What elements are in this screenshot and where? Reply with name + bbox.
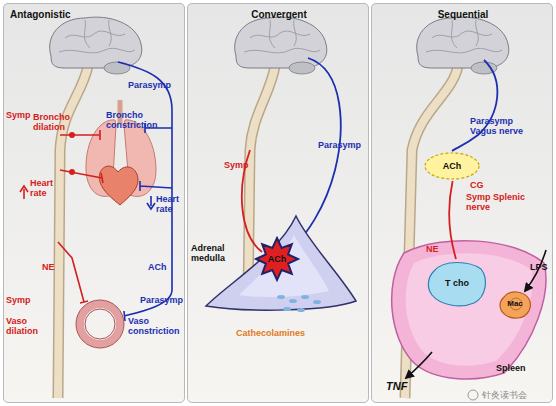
panel-title: Sequential	[372, 9, 554, 20]
decrease-arrow	[147, 196, 155, 209]
celiac-ganglion: ACh	[423, 151, 481, 181]
macrophage: Mac	[498, 289, 532, 319]
node-label: Mac	[498, 299, 532, 308]
node-label: ACh	[423, 161, 481, 171]
annotation-label: Parasymp	[140, 295, 185, 305]
parasympathetic-nerve	[118, 62, 172, 321]
annotation-label: Broncho constriction	[106, 110, 162, 130]
heart	[99, 166, 138, 205]
panel-title: Convergent	[188, 9, 370, 20]
annotation-label: Vaso dilation	[6, 316, 46, 336]
node-label: Spleen	[496, 363, 546, 373]
annotation-label: Heart rate	[30, 178, 60, 198]
ganglion-dot	[69, 169, 75, 175]
blood-vessel	[85, 309, 115, 339]
ganglion-dot	[69, 132, 75, 138]
annotation-label: TNF	[386, 380, 420, 392]
adrenal-gland: Adrenal medullaACh	[189, 213, 359, 321]
splenic-nerve-connector	[449, 181, 456, 259]
blood-vessel	[76, 300, 124, 348]
annotation-label: Symp	[6, 295, 36, 305]
annotation-label: Symp	[6, 110, 36, 120]
annotation-label: Parasymp Vagus nerve	[470, 116, 528, 136]
annotation-label: CG	[470, 180, 490, 190]
panel-title: Antagonistic	[10, 9, 130, 20]
annotation-label: Vaso constriction	[128, 316, 184, 336]
node-label: T cho	[426, 278, 488, 288]
annotation-label: 针灸读书会	[482, 390, 556, 400]
panel: ConvergentAdrenal medullaACh	[187, 3, 369, 403]
vagus-nerve	[452, 60, 497, 151]
annotation-label: NE	[42, 262, 62, 272]
panel: SequentialAChSpleen T choMac	[371, 3, 553, 403]
tnf-arrow	[406, 352, 432, 378]
medulla-star: ACh	[254, 238, 300, 280]
annotation-label: Symp Splenic nerve	[466, 192, 528, 212]
annotation-label: LPS	[530, 262, 555, 272]
node-label: Adrenal medulla	[191, 243, 243, 263]
annotation-label: Heart rate	[156, 194, 186, 214]
panel-background	[3, 3, 185, 403]
brain	[417, 17, 509, 74]
annotation-label: Broncho dilation	[33, 112, 73, 132]
annotation-label: Symp	[224, 160, 254, 170]
watermark-icon	[468, 390, 478, 400]
panel-background	[187, 3, 369, 403]
node-label: ACh	[254, 254, 300, 264]
blood-vessel	[80, 304, 120, 344]
panel-background	[371, 3, 553, 403]
t-cell: T cho	[426, 259, 488, 307]
annotation-label: Parasymp	[128, 80, 178, 90]
sympathetic-nerve	[58, 130, 103, 303]
brain	[235, 17, 327, 74]
spleen: Spleen T choMac	[384, 233, 552, 385]
annotation-label: Cathecolamines	[236, 328, 326, 338]
increase-arrow	[20, 186, 28, 199]
annotation-label: Parasymp	[318, 140, 368, 150]
annotation-label: ACh	[148, 262, 173, 272]
annotation-label: NE	[426, 244, 448, 254]
